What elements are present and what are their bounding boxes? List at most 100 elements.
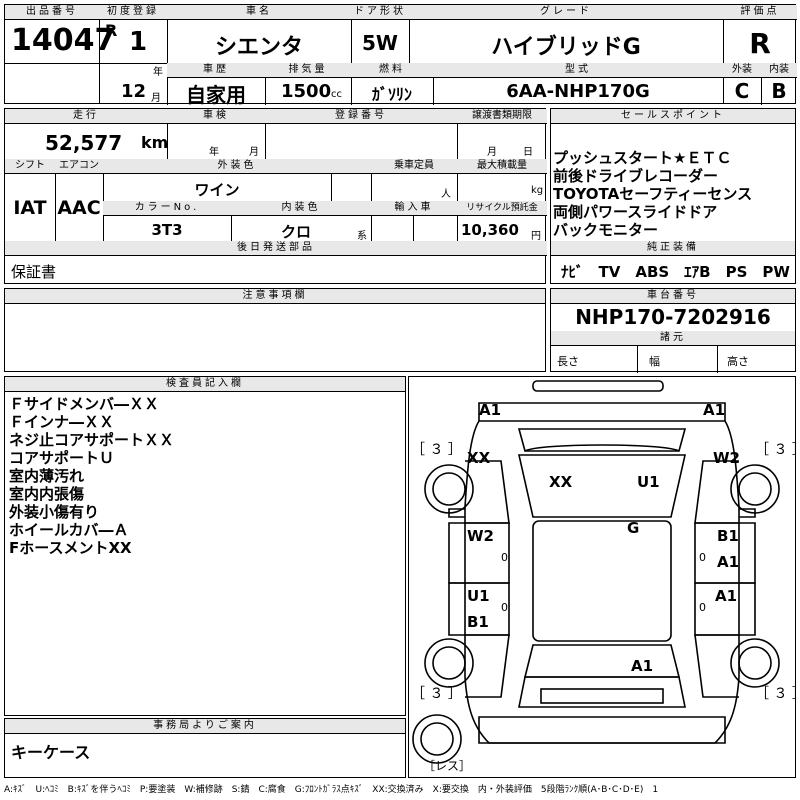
damage-hood-right: U1 (637, 473, 660, 491)
door-type: 5W (362, 31, 398, 55)
tire-tread-rl: ［ ３ ］ (411, 686, 462, 702)
spec-width-label: 幅 (649, 355, 660, 368)
grade: ハイブリッドG (491, 35, 641, 60)
right-rear-fender (694, 634, 739, 698)
ac-label: エアコン (55, 159, 103, 174)
wheel-front-right-inner (738, 472, 772, 506)
inspector-item: FホースメントXX (9, 539, 132, 557)
load-unit: kg (531, 185, 544, 196)
office-label: 事務局よりご案内 (5, 719, 405, 734)
recycle-unit: 円 (531, 231, 541, 242)
sales-points-label: セールスポイント (551, 109, 795, 124)
exterior-color: ワイン (194, 181, 240, 199)
sales-points-block: セールスポイント プッシュスタート★ＥＴＣ 前後ドライブレコーダー TOYOTA… (550, 108, 796, 284)
mileage-label: 走行 (5, 109, 167, 124)
office-block: 事務局よりご案内 キーケース (4, 718, 406, 778)
damage-right-front-door-2: A1 (717, 553, 740, 571)
damage-right-fender: W2 (713, 449, 740, 467)
inspection-year-unit: 年 (209, 147, 219, 158)
windshield (517, 454, 687, 518)
inspector-item: 室内薄汚れ (9, 467, 85, 485)
inspector-item: コアサポートＵ (9, 449, 115, 467)
history: 自家用 (186, 83, 246, 107)
spare-tire (412, 714, 462, 764)
damage-front-right: A1 (703, 401, 726, 419)
notes-block: 注意事項欄 (4, 288, 546, 372)
inspector-block: 検査員記入欄 Ｆサイドメンバ―ＸＸ Ｆインナ―ＸＸ ネジ止コアサポートＸＸ コア… (4, 376, 406, 716)
interior-color-unit: 系 (357, 231, 367, 242)
mileage: 52,577 (45, 131, 123, 155)
score: R (749, 27, 771, 60)
first-reg-year: 1 (129, 27, 148, 57)
fuel: ｶﾞｿﾘﾝ (371, 85, 412, 104)
later-parts: 保証書 (11, 263, 57, 281)
damage-right-rear-door-zero: 0 (699, 601, 706, 614)
inspector-item: Ｆサイドメンバ―ＸＸ (9, 395, 160, 413)
wheel-front-left-inner (432, 472, 466, 506)
exterior-score: C (734, 79, 750, 103)
wheel-rear-right (730, 638, 780, 688)
recycle-amount: 10,360 (461, 221, 519, 239)
inspection-label: 車検 (167, 109, 265, 124)
transfer-month-unit: 月 (487, 147, 497, 158)
damage-right-front-door-zero: 0 (699, 551, 706, 564)
damage-right-rear-door: A1 (715, 587, 738, 605)
tire-tread-rr: ［ ３ ］ (755, 686, 800, 702)
grade-label: グレード (409, 5, 723, 20)
spec-length-label: 長さ (557, 355, 579, 368)
first-reg-label: 初度登録 (99, 5, 167, 20)
mirror-right (739, 508, 756, 518)
interior-label: 内装 (761, 63, 797, 78)
load-label: 最大積載量 (457, 159, 547, 174)
hood-line (524, 444, 680, 452)
shift-label: シフト (5, 159, 55, 174)
damage-front-left: A1 (479, 401, 502, 419)
wheel-rear-left-inner (432, 646, 466, 680)
chassis-number: NHP170-7202916 (575, 305, 771, 329)
displacement: 1500 (281, 81, 332, 102)
wheel-rear-right-inner (738, 646, 772, 680)
model: 6AA-NHP170G (506, 81, 650, 102)
car-name: シエンタ (214, 35, 303, 60)
interior-color-label: 内装色 (231, 201, 371, 216)
mirror-left (448, 508, 465, 518)
inspector-item: ホイールカバ―Ａ (9, 521, 129, 539)
equipment-label: 純正装備 (551, 241, 795, 256)
score-label: 評価点 (723, 5, 797, 20)
interior-color: クロ (280, 223, 311, 241)
capacity-unit: 人 (441, 189, 451, 200)
sales-point-item: 両側パワースライドドア (553, 203, 718, 221)
sales-point-item: 前後ドライブレコーダー (553, 167, 719, 185)
mileage-unit: km (141, 133, 169, 152)
transfer-day-unit: 日 (523, 147, 533, 158)
rear-bumper (478, 716, 726, 744)
damage-left-front-door-zero: 0 (501, 551, 508, 564)
damage-hood-left: XX (549, 473, 573, 491)
chassis-block: 車台番号 NHP170-7202916 諸元 長さ 幅 高さ (550, 288, 796, 373)
front-bumper (478, 402, 726, 422)
model-label: 型式 (433, 63, 723, 78)
legend: A:ｷｽﾞ U:ﾍｺﾐ B:ｷｽﾞを伴うﾍｺﾐ P:要塗装 W:補修跡 S:錆 … (4, 785, 659, 795)
fuel-label: 燃料 (351, 63, 433, 78)
displacement-label: 排気量 (265, 63, 351, 78)
door-label: ドア形状 (351, 5, 409, 20)
damage-left-rear-door-zero: 0 (501, 601, 508, 614)
inspector-label: 検査員記入欄 (5, 377, 405, 392)
color-no-label: カラーNo. (103, 201, 231, 216)
color-no: 3T3 (151, 221, 183, 239)
shift: IAT (13, 197, 47, 219)
car-diagram (412, 380, 780, 764)
car-name-label: 車名 (167, 5, 351, 20)
first-reg-era: R (105, 21, 118, 40)
inspector-item: 外装小傷有り (9, 503, 100, 521)
sales-point-item: TOYOTAセーフティーセンス (553, 185, 753, 203)
damage-right-front-door: B1 (717, 527, 739, 545)
header-block: 出品番号 14047 初度登録 R 1 年 12 月 車名 シエンタ ドア形状 … (4, 4, 797, 107)
displacement-unit: cc (331, 89, 342, 100)
left-rear-fender (465, 634, 510, 698)
ac: AAC (57, 197, 101, 219)
equipment-items: ﾅﾋﾞ TV ABS ｴｱB PS PW (561, 263, 790, 281)
spare-tire-status: ［レス］ (423, 759, 472, 773)
rear-window (523, 644, 681, 678)
license-plate (540, 688, 664, 704)
